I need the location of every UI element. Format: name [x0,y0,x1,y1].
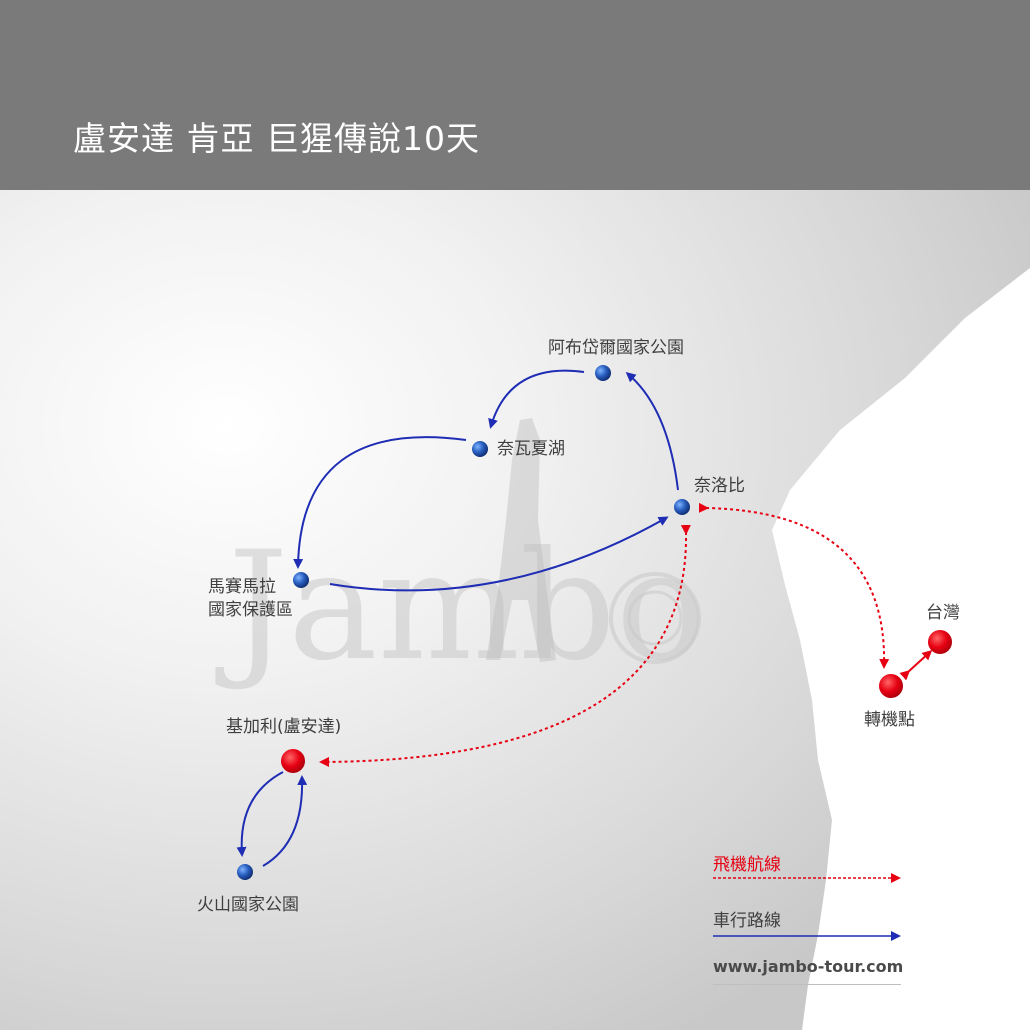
label-transit: 轉機點 [864,710,915,730]
node-volcanoes [237,864,253,880]
node-masaimara [293,572,309,588]
legend-flight-label: 飛機航線 [713,855,781,875]
label-taiwan: 台灣 [926,603,960,623]
label-aberdare: 阿布岱爾國家公園 [548,338,684,358]
node-nairobi [674,499,690,515]
website-divider [713,984,901,985]
node-kigali [281,749,305,773]
flight-route-transit-taiwan [899,649,933,681]
route-map: Jambo [0,190,1030,1030]
flight-route-nairobi-transit [698,502,890,669]
label-kigali: 基加利(盧安達) [226,717,342,737]
node-taiwan [928,630,952,654]
website-link[interactable]: www.jambo-tour.com [713,957,904,976]
car-route-kigali-volcanoes [236,771,284,857]
legend-car-label: 車行路線 [713,911,781,931]
node-transit [879,674,903,698]
car-route-nairobi-aberdare [625,372,679,491]
label-naivasha: 奈瓦夏湖 [497,439,565,459]
header-bar: 盧安達 肯亞 巨猩傳說10天 [0,0,1030,190]
node-naivasha [472,441,488,457]
node-aberdare [595,365,611,381]
label-masaimara-1: 馬賽馬拉 [208,577,276,597]
flight-route-kigali-nairobi [319,524,691,767]
car-route-aberdare-naivasha [488,369,585,429]
car-route-naivasha-masaimara [293,436,467,569]
car-route-volcanoes-kigali [262,775,308,867]
page-title: 盧安達 肯亞 巨猩傳說10天 [73,119,480,158]
label-masaimara-2: 國家保護區 [208,600,293,620]
label-volcanoes: 火山國家公園 [197,895,299,915]
label-nairobi: 奈洛比 [694,476,745,496]
